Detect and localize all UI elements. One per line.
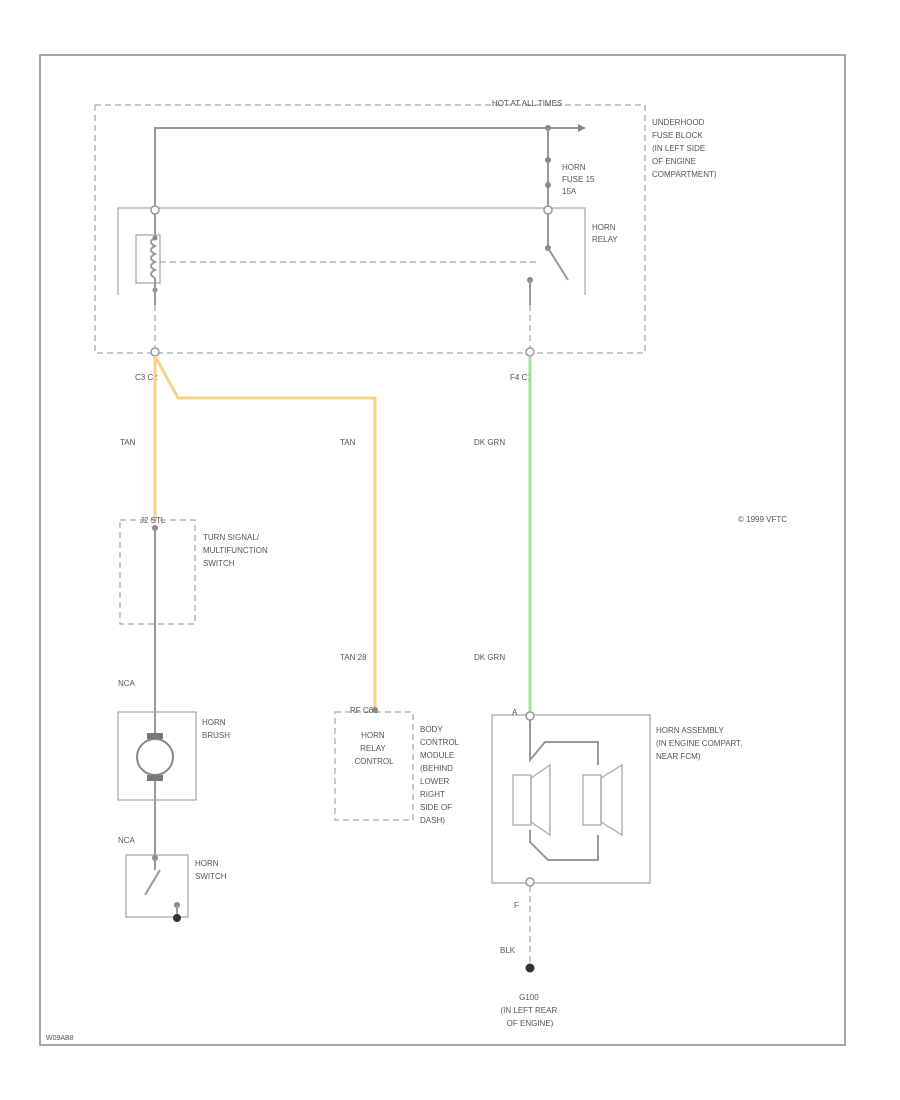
figure-id-label: W09AB8 — [46, 1035, 74, 1042]
horn-assembly-label: HORN ASSEMBLY (IN ENGINE COMPART, NEAR F… — [656, 726, 745, 761]
horn-brush-outline — [117, 711, 197, 801]
bcm-terminal — [372, 707, 378, 713]
horn-assembly-connector-a — [525, 711, 535, 721]
c3-c2-label: C3 C2 — [135, 373, 158, 382]
diagram-frame — [39, 54, 846, 1046]
relay-control-label: HORN RELAY CONTROL — [354, 731, 394, 766]
hot-at-all-times-label: HOT AT ALL TIMES — [492, 99, 562, 108]
tan-label-right: TAN — [340, 438, 356, 447]
horn-1-icon — [530, 763, 551, 837]
turn-signal-switch-label: TURN SIGNAL/ MULTIFUNCTION SWITCH — [203, 533, 270, 568]
body-control-module-label: BODY CONTROL MODULE (BEHIND LOWER RIGHT … — [420, 725, 461, 825]
horn-internal-bottom — [529, 830, 599, 861]
copyright-label: © 1999 VFTC — [738, 515, 787, 524]
horn-assembly-connector-f — [525, 877, 535, 887]
c3-connector — [150, 347, 160, 357]
relay-terminal-left — [150, 205, 160, 215]
ground-icon — [525, 963, 535, 973]
relay-coil-icon — [150, 237, 158, 279]
horn-switch-icon — [144, 869, 161, 896]
horn-2-body — [582, 774, 602, 826]
body-control-module-outline — [334, 711, 414, 821]
horn-relay-label: HORN RELAY — [592, 223, 618, 244]
bus-wire — [154, 127, 548, 210]
fuse-terminal-bottom — [545, 182, 551, 188]
f4-c1-label: F4 C1 — [510, 373, 532, 382]
relay-coil-housing — [135, 234, 161, 284]
horn-1-body — [512, 774, 532, 826]
rf-c6l-label: RF C6L — [350, 706, 378, 715]
ground-label: G100 (IN LEFT REAR OF ENGINE) — [501, 993, 560, 1028]
dk-grn-label-top: DK GRN — [474, 438, 505, 447]
turn-signal-switch-outline — [119, 519, 196, 625]
brush-top-contact — [147, 733, 163, 739]
tan-label-left: TAN — [120, 438, 136, 447]
nca-label-top: NCA — [118, 679, 136, 688]
tan-28-label: TAN 28 — [340, 653, 367, 662]
underhood-fuse-block-outline — [94, 104, 646, 354]
horn-internal-top — [529, 720, 599, 765]
f4-connector — [525, 347, 535, 357]
horn-2-icon — [600, 763, 623, 837]
conn-a-label: A — [512, 708, 518, 717]
horn-switch-label: HORN SWITCH — [195, 859, 227, 881]
dk-grn-label-bottom: DK GRN — [474, 653, 505, 662]
underhood-fuse-block-label: UNDERHOOD FUSE BLOCK (IN LEFT SIDE OF EN… — [652, 118, 717, 179]
relay-terminal-right — [543, 205, 553, 215]
nca-label-bottom: NCA — [118, 836, 136, 845]
horn-fuse-label: HORN FUSE 15 15A — [562, 163, 597, 196]
horn-brush-label: HORN BRUSH — [202, 718, 230, 740]
blk-label: BLK — [500, 946, 516, 955]
horn-switch-ground-icon — [173, 914, 181, 922]
bus-arrow-icon — [578, 124, 586, 132]
conn-f-label: F — [514, 901, 519, 910]
horn-brush-icon — [136, 738, 174, 776]
coil-node-top — [152, 235, 158, 241]
horn-relay-outline — [117, 207, 586, 295]
brush-bottom-contact — [147, 775, 163, 781]
relay-switch-icon — [547, 247, 569, 281]
horn-assembly-outline — [491, 714, 651, 884]
tan-wire-right — [153, 355, 377, 710]
j2-label: J2 STL — [140, 516, 166, 525]
horn-switch-outline — [125, 854, 189, 918]
fuse-terminal-top — [545, 157, 551, 163]
